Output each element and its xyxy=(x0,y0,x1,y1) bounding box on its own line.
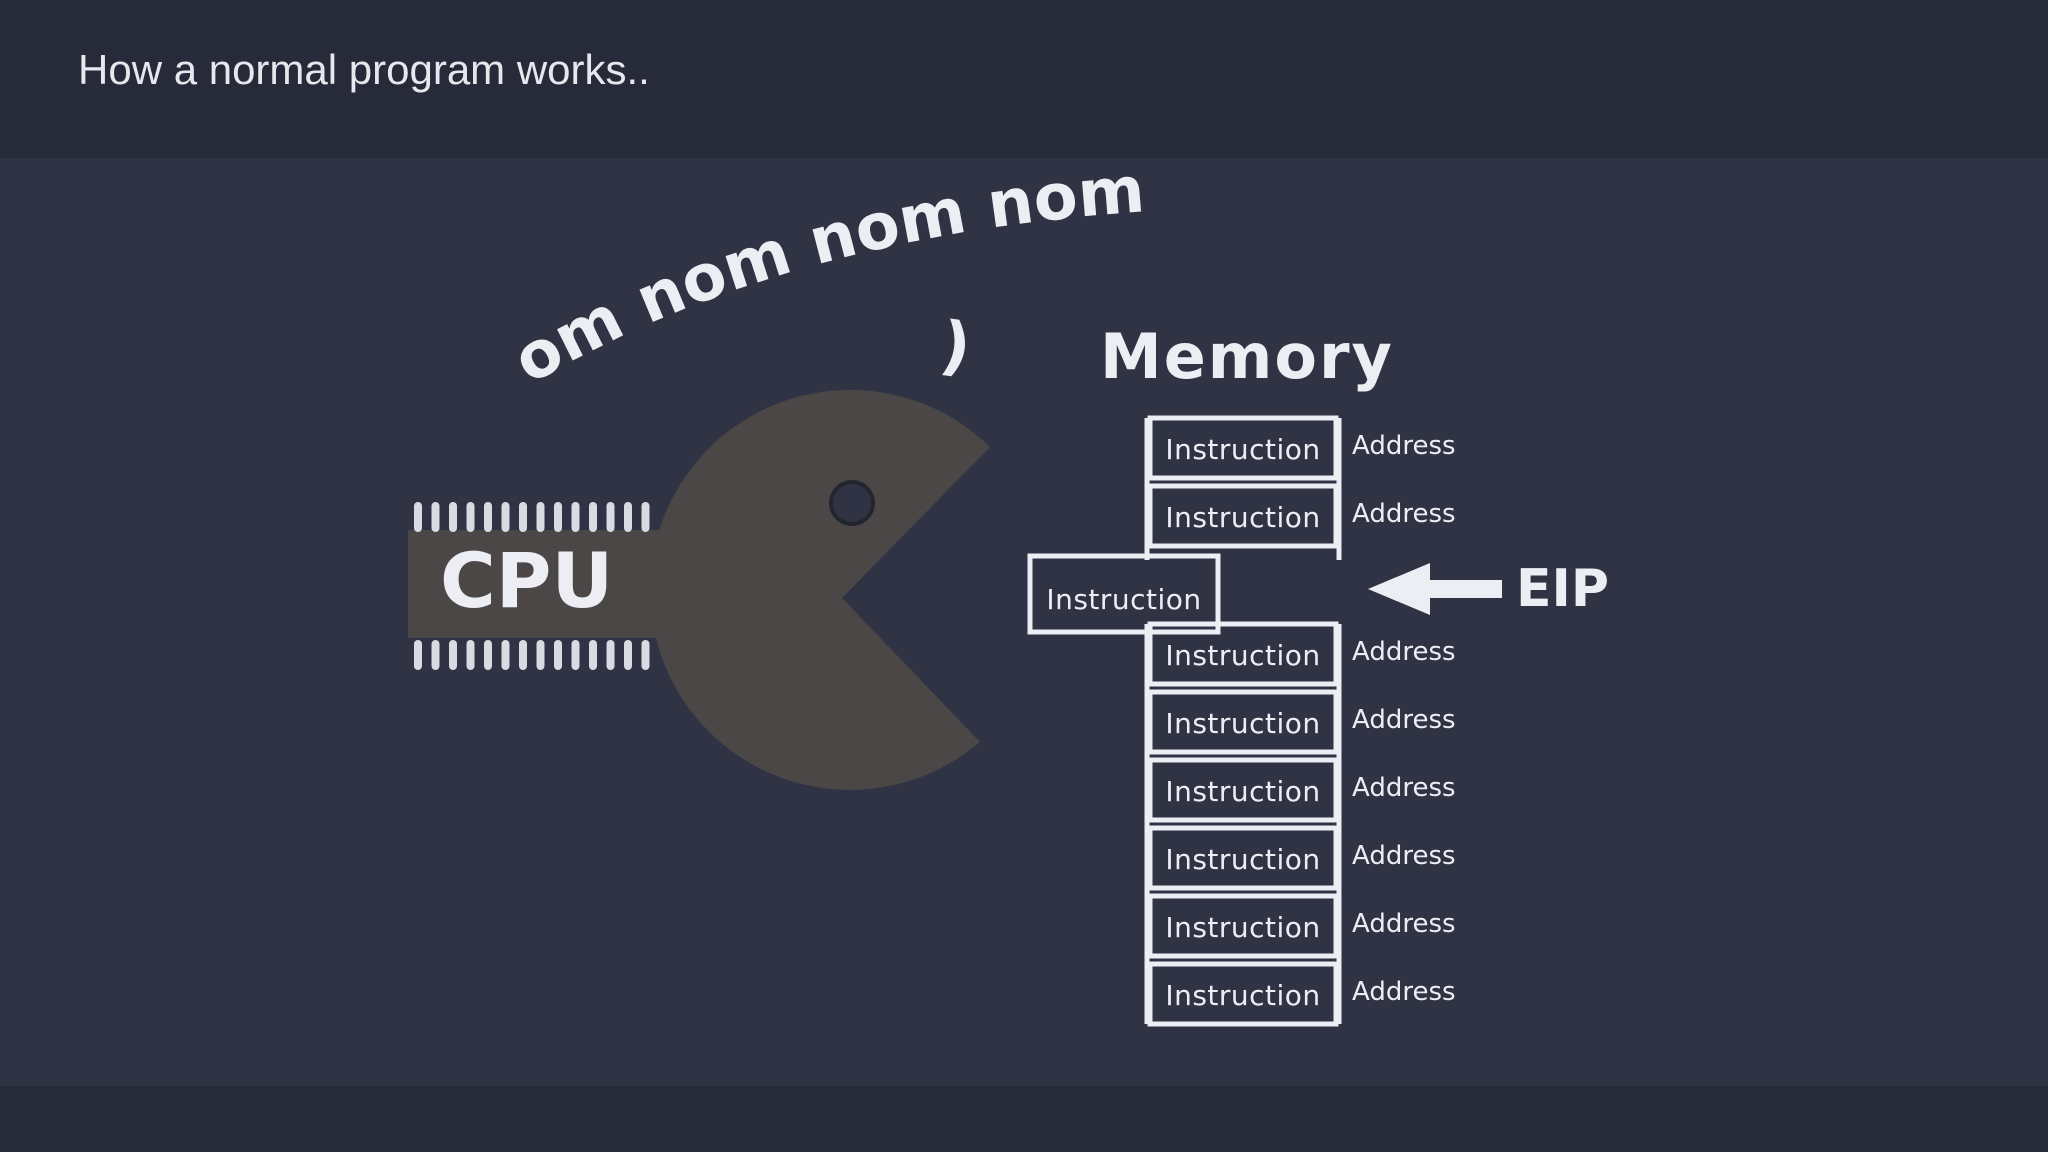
arrow-left-icon xyxy=(1368,563,1502,615)
cpu-pin xyxy=(414,502,422,532)
memory-title: Memory xyxy=(1100,320,1394,393)
memory-address-label: Address xyxy=(1352,431,1456,461)
slide-title: How a normal program works.. xyxy=(78,46,650,93)
cpu-pin xyxy=(431,640,440,670)
memory-address-label: Address xyxy=(1352,841,1456,871)
cpu-pin xyxy=(536,502,545,532)
cpu-pin xyxy=(641,502,650,532)
memory-instruction-label: Instruction xyxy=(1165,707,1320,740)
slide-header: How a normal program works.. xyxy=(0,0,2048,158)
memory-cell xyxy=(1147,893,1339,959)
cpu-pin xyxy=(449,640,457,670)
memory-instruction-label: Instruction xyxy=(1165,501,1320,534)
speech-text: om nom nom nom xyxy=(501,158,1147,399)
cpu-pin xyxy=(589,640,597,670)
memory-address-label: Address xyxy=(1352,773,1456,803)
memory-address-label: Address xyxy=(1352,977,1456,1007)
cpu-pin xyxy=(606,640,615,670)
memory-address-label: Address xyxy=(1352,705,1456,735)
memory-instruction-label: Instruction xyxy=(1165,979,1320,1012)
eip-pointer: EIP xyxy=(1368,559,1609,619)
cpu-pin xyxy=(571,640,580,670)
cpu-pin xyxy=(606,502,615,532)
cpu-pin xyxy=(536,640,545,670)
cpu-pin xyxy=(501,502,510,532)
cpu-pin xyxy=(466,502,475,532)
memory-cell xyxy=(1147,621,1339,687)
memory-address-label: Address xyxy=(1352,637,1456,667)
cpu-pin xyxy=(624,502,632,532)
cpu-pin xyxy=(449,502,457,532)
cpu-chip-body xyxy=(408,530,668,638)
cpu-pin xyxy=(484,502,492,532)
memory-instruction-label: Instruction xyxy=(1165,639,1320,672)
memory-address-label: Address xyxy=(1352,499,1456,529)
eaten-instruction-label: Instruction xyxy=(1046,583,1201,616)
memory-cell xyxy=(1147,415,1339,481)
cpu-pin xyxy=(624,640,632,670)
eaten-instruction-frame xyxy=(1027,553,1221,635)
memory-instruction-label: Instruction xyxy=(1165,433,1320,466)
memory-cell xyxy=(1147,961,1339,1027)
cpu-pin xyxy=(414,640,422,670)
cpu-pin xyxy=(431,502,440,532)
memory-cell xyxy=(1147,757,1339,823)
cpu-pin xyxy=(466,640,475,670)
pacman-body xyxy=(650,389,990,790)
cpu-pin xyxy=(519,640,527,670)
speech-text-path: om nom nom nom xyxy=(501,158,1147,399)
cpu-pins-top xyxy=(414,502,650,532)
memory-cell xyxy=(1147,689,1339,755)
memory-instruction-label: Instruction xyxy=(1165,775,1320,808)
cpu-pins-bottom xyxy=(414,640,650,670)
cpu-pin xyxy=(484,640,492,670)
cpu-pin xyxy=(571,502,580,532)
memory-cell xyxy=(1147,825,1339,891)
slide-footer xyxy=(0,1086,2048,1152)
cpu-pin xyxy=(554,640,562,670)
eaten-instruction-box: Instruction xyxy=(1027,553,1221,635)
cpu-pin xyxy=(501,640,510,670)
memory-instruction-label: Instruction xyxy=(1165,911,1320,944)
memory-address-label: Address xyxy=(1352,909,1456,939)
cpu-pin xyxy=(554,502,562,532)
cpu-label: CPU xyxy=(440,536,613,625)
memory-instruction-label: Instruction xyxy=(1165,843,1320,876)
pacman-eye xyxy=(829,480,875,526)
cpu-pin xyxy=(641,640,650,670)
cpu-pin xyxy=(589,502,597,532)
cpu-pin xyxy=(519,502,527,532)
speech-tick: ) xyxy=(936,308,975,385)
eip-label: EIP xyxy=(1516,559,1609,619)
memory-cell xyxy=(1147,483,1339,549)
